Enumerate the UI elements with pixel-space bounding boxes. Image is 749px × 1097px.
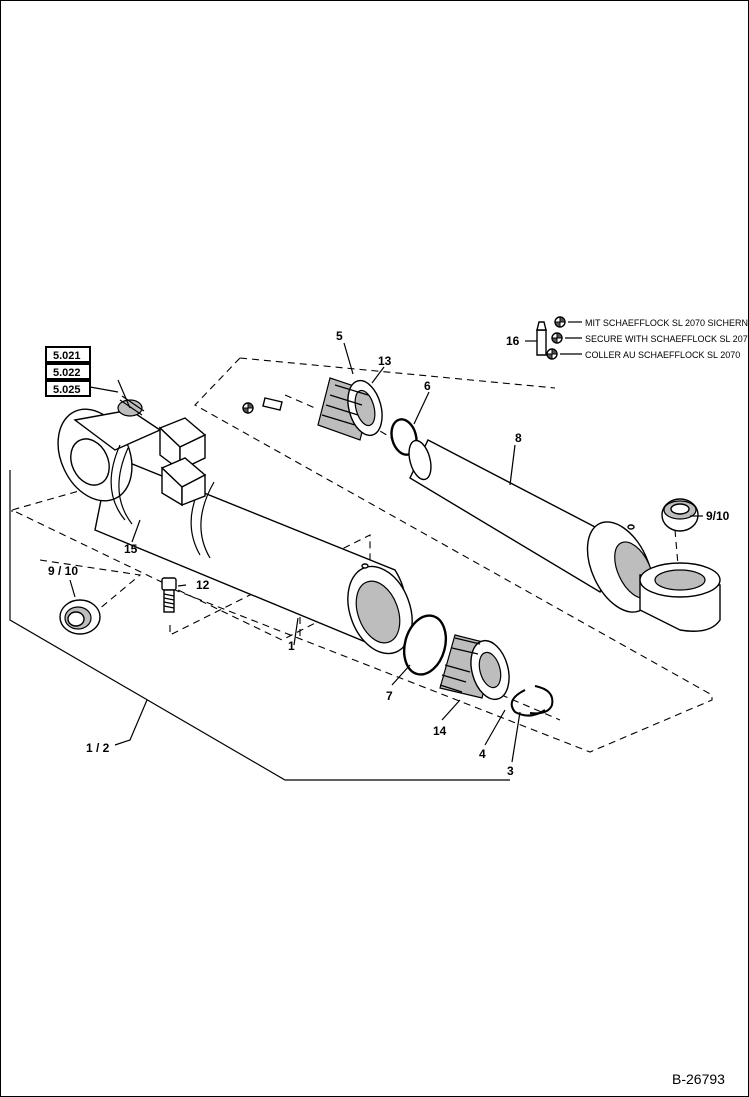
callout-5: 5: [336, 329, 343, 343]
callout-8: 8: [515, 431, 522, 445]
seal-part-9-10-right: [661, 498, 699, 532]
reference-5-021: 5.021: [53, 350, 81, 362]
piston-rod-part-8: [408, 439, 721, 632]
reference-5-022: 5.022: [53, 367, 81, 379]
note-german: MIT SCHAEFFLOCK SL 2070 SICHERN: [585, 318, 748, 328]
set-screw: [242, 397, 283, 414]
adhesive-note-legend: MIT SCHAEFFLOCK SL 2070 SICHERN SECURE W…: [536, 316, 749, 360]
callout-4: 4: [479, 747, 486, 761]
callout-12: 12: [196, 578, 210, 592]
nut-part-14: [439, 634, 510, 701]
screw-part-12: [161, 577, 177, 613]
note-english: SECURE WITH SCHAEFFLOCK SL 2070: [585, 334, 749, 344]
retaining-rings-part-3-4: [510, 685, 554, 717]
cylinder-barrel: [57, 408, 413, 655]
callout-13: 13: [378, 354, 392, 368]
callout-1-2: 1 / 2: [86, 741, 110, 755]
seal-part-9-10-left: [59, 599, 101, 635]
callout-16: 16: [506, 334, 520, 348]
lock-symbol-icon: [546, 348, 558, 360]
callout-15: 15: [124, 542, 138, 556]
document-number: B-26793: [672, 1071, 725, 1087]
piston-part-13: [317, 377, 383, 441]
callout-3: 3: [507, 764, 514, 778]
lock-symbol-icon: [551, 332, 563, 344]
reference-box-group: 5.021 5.022 5.025: [45, 346, 119, 397]
callout-6: 6: [424, 379, 431, 393]
callout-9-10-left: 9 / 10: [48, 564, 78, 578]
callout-14: 14: [433, 724, 447, 738]
grease-fitting: [117, 379, 145, 417]
callout-1: 1: [288, 639, 295, 653]
callout-9-10-right: 9/10: [706, 509, 730, 523]
lock-symbol-icon: [554, 316, 566, 328]
reference-5-025: 5.025: [53, 384, 81, 396]
note-french: COLLER AU SCHAEFFLOCK SL 2070: [585, 350, 740, 360]
leader-lines: [9, 340, 703, 781]
callout-labels: 5 13 6 8 9/10 16 15 9 / 10 12 1 7 14 4 3…: [48, 329, 730, 778]
o-ring-part-7: [402, 614, 448, 676]
callout-7: 7: [386, 689, 393, 703]
